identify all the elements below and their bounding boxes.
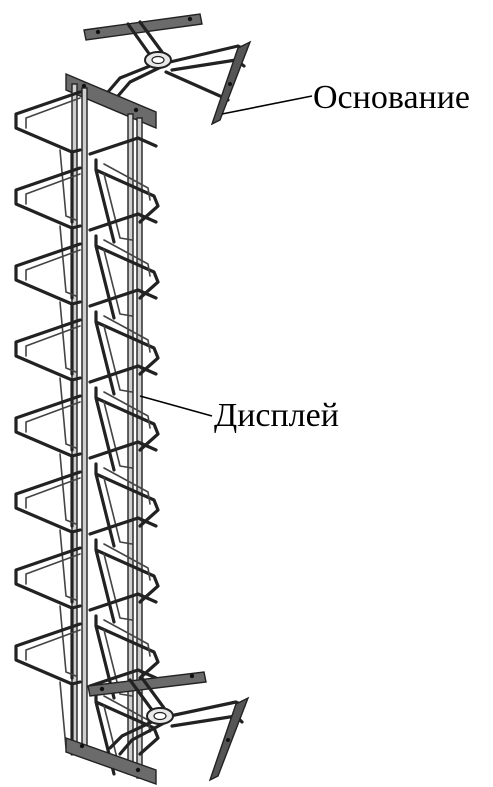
display-leader-line xyxy=(139,395,213,417)
display-label: Дисплей xyxy=(214,397,339,434)
bottom-mount-plate xyxy=(65,737,157,785)
wire-pocket xyxy=(14,318,160,472)
wire-pocket xyxy=(14,90,160,244)
wire-pocket xyxy=(14,470,160,624)
bottom-base xyxy=(87,671,250,782)
wire-pocket xyxy=(14,166,160,320)
wire-pocket xyxy=(14,394,160,548)
left-rod-inner xyxy=(81,87,88,749)
wire-pocket xyxy=(14,242,160,396)
top-base xyxy=(83,13,252,126)
base-label: Основание xyxy=(313,79,470,116)
base-leader-line xyxy=(221,95,313,115)
